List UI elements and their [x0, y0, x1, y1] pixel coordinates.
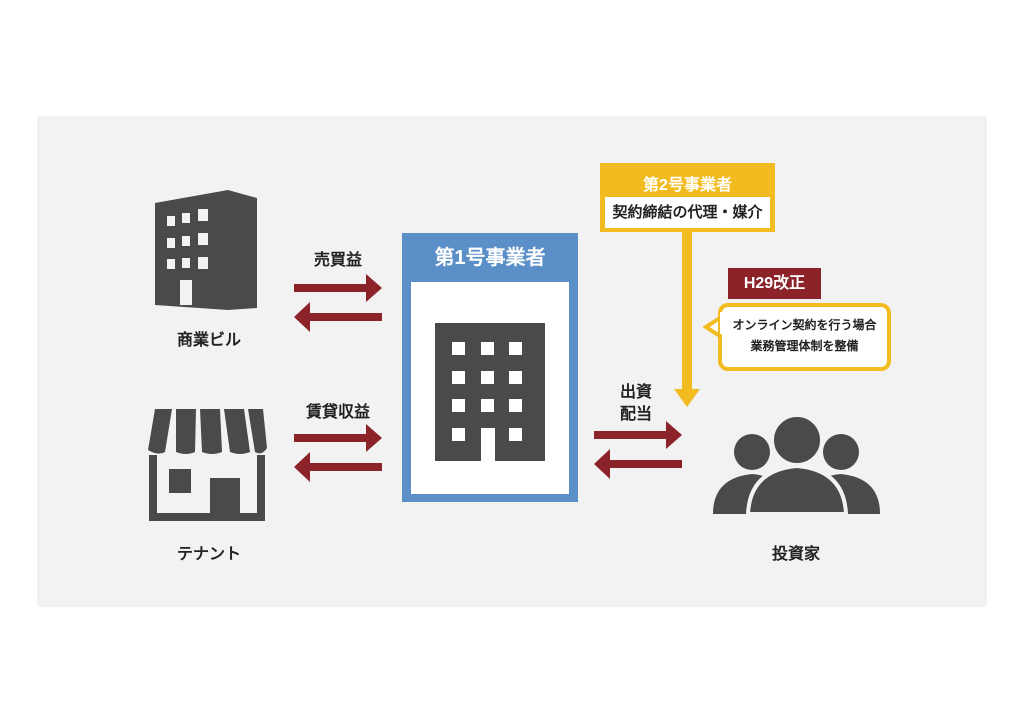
- commercial-building-icon: [155, 190, 257, 310]
- bubble-line-2: 業務管理体制を整備: [750, 339, 859, 353]
- arrow-left-icon: [294, 452, 382, 482]
- investor-label: 投資家: [771, 546, 821, 563]
- arrow-left-icon: [594, 449, 682, 479]
- yellow-down-arrow-icon: [674, 231, 700, 407]
- left-arrows: [294, 274, 382, 482]
- type2-operator-description: 契約締結の代理・媒介: [605, 197, 770, 228]
- type1-operator-box: 第1号事業者: [402, 233, 578, 502]
- investment-label: 出資: [619, 384, 653, 401]
- commercial-building-label: 商業ビル: [176, 332, 242, 349]
- office-building-icon: [435, 323, 545, 461]
- tenant-label: テナント: [176, 546, 242, 563]
- rental-income-label: 賃貸収益: [305, 404, 371, 421]
- arrow-right-icon: [594, 421, 682, 449]
- sale-profit-label: 売買益: [313, 252, 363, 269]
- type2-operator-title: 第2号事業者: [643, 177, 732, 194]
- arrow-right-icon: [294, 274, 382, 302]
- bubble-line-1: オンライン契約を行う場合: [732, 318, 877, 332]
- arrow-left-icon: [294, 302, 382, 332]
- revision-badge: H29改正: [728, 268, 821, 299]
- right-arrows: [594, 421, 682, 479]
- revision-speech-bubble: オンライン契約を行う場合 業務管理体制を整備: [718, 303, 891, 371]
- tenant-shop-icon: [148, 409, 267, 521]
- type1-operator-title: 第1号事業者: [434, 247, 546, 269]
- investors-icon: [713, 413, 880, 516]
- arrow-right-icon: [294, 424, 382, 452]
- bubble-tail-join: [720, 312, 726, 334]
- type2-operator-box: 第2号事業者 契約締結の代理・媒介: [600, 163, 775, 232]
- type1-operator-body: [411, 282, 569, 494]
- dividend-label: 配当: [619, 406, 653, 423]
